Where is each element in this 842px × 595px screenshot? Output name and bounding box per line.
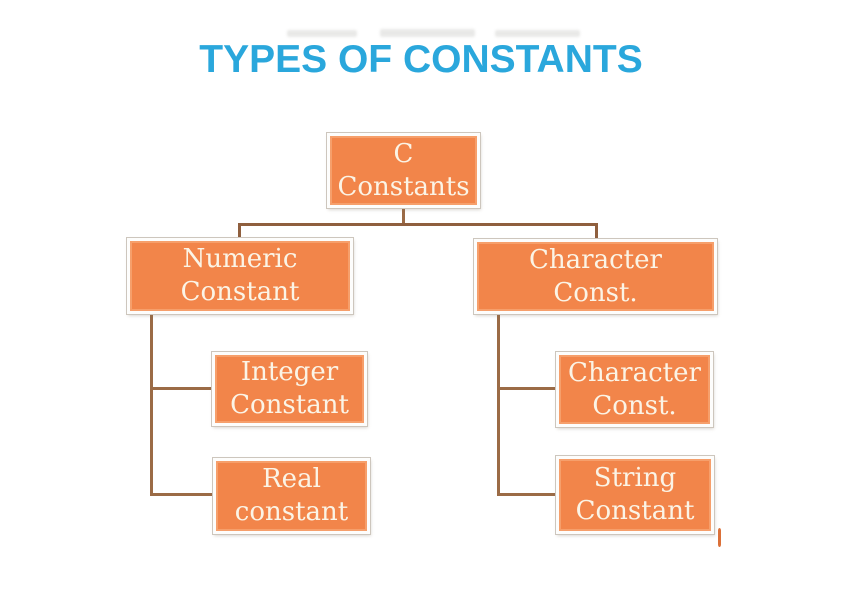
connector-branch-real bbox=[150, 493, 215, 496]
node-label-line: C bbox=[393, 138, 414, 169]
node-label-line: constant bbox=[234, 497, 349, 527]
node-integer-constant: Integer Constant bbox=[211, 351, 368, 427]
artifact-smudge bbox=[495, 30, 580, 37]
node-label-line: Const. bbox=[553, 277, 638, 308]
node-label-line: Character bbox=[568, 357, 701, 388]
connector-branch-string bbox=[497, 493, 558, 496]
node-label-line: Constant bbox=[230, 390, 349, 420]
connector-branch-character-sub bbox=[497, 387, 558, 390]
node-label-line: Constants bbox=[337, 171, 470, 202]
node-character-const: Character Const. bbox=[473, 238, 718, 315]
node-label-line: Real bbox=[262, 464, 321, 494]
connector-drop-character bbox=[595, 223, 598, 241]
node-label-line: String bbox=[593, 463, 677, 493]
node-label-line: Const. bbox=[592, 390, 677, 421]
node-string-constant: String Constant bbox=[555, 455, 715, 535]
connector-character-vertical bbox=[497, 313, 500, 496]
connector-branch-integer bbox=[150, 387, 214, 390]
node-numeric-constant: Numeric Constant bbox=[126, 237, 354, 315]
node-c-constants: C Constants bbox=[326, 132, 481, 209]
connector-level1-horizontal bbox=[238, 223, 598, 226]
connector-numeric-vertical bbox=[150, 313, 153, 496]
node-real-constant: Real constant bbox=[212, 457, 371, 535]
connector-root-stub bbox=[402, 207, 405, 225]
node-label-line: Character bbox=[529, 244, 662, 275]
node-label-line: Numeric bbox=[182, 244, 298, 274]
node-label-line: Constant bbox=[575, 496, 695, 526]
artifact-smudge bbox=[287, 30, 357, 37]
connector-drop-numeric bbox=[238, 223, 241, 240]
page-title: TYPES OF CONSTANTS bbox=[199, 38, 643, 81]
node-label-line: Constant bbox=[180, 277, 300, 307]
scan-artifact-tick bbox=[718, 528, 721, 547]
node-character-const-sub: Character Const. bbox=[555, 351, 714, 428]
artifact-smudge bbox=[380, 29, 475, 37]
node-label-line: Integer bbox=[240, 357, 339, 387]
